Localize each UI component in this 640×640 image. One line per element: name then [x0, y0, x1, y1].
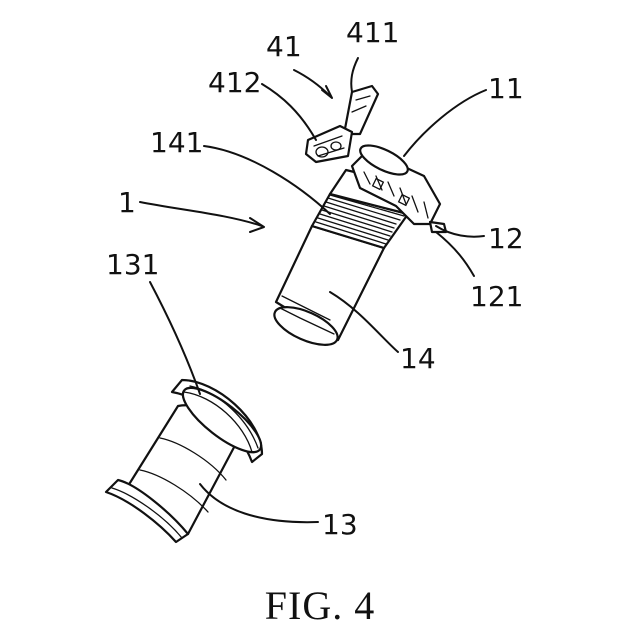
label-13: 13 — [322, 508, 358, 541]
label-412: 412 — [208, 66, 261, 99]
label-411: 411 — [346, 16, 399, 49]
spool-part-13 — [106, 378, 270, 542]
label-131: 131 — [106, 248, 159, 281]
label-12: 12 — [488, 222, 524, 255]
figure-caption: FIG. 4 — [0, 582, 640, 629]
label-121: 121 — [470, 280, 523, 313]
label-41: 41 — [266, 30, 302, 63]
label-1: 1 — [118, 186, 136, 219]
label-11: 11 — [488, 72, 524, 105]
label-141: 141 — [150, 126, 203, 159]
main-assembly-part-1 — [269, 140, 446, 353]
label-14: 14 — [400, 342, 436, 375]
